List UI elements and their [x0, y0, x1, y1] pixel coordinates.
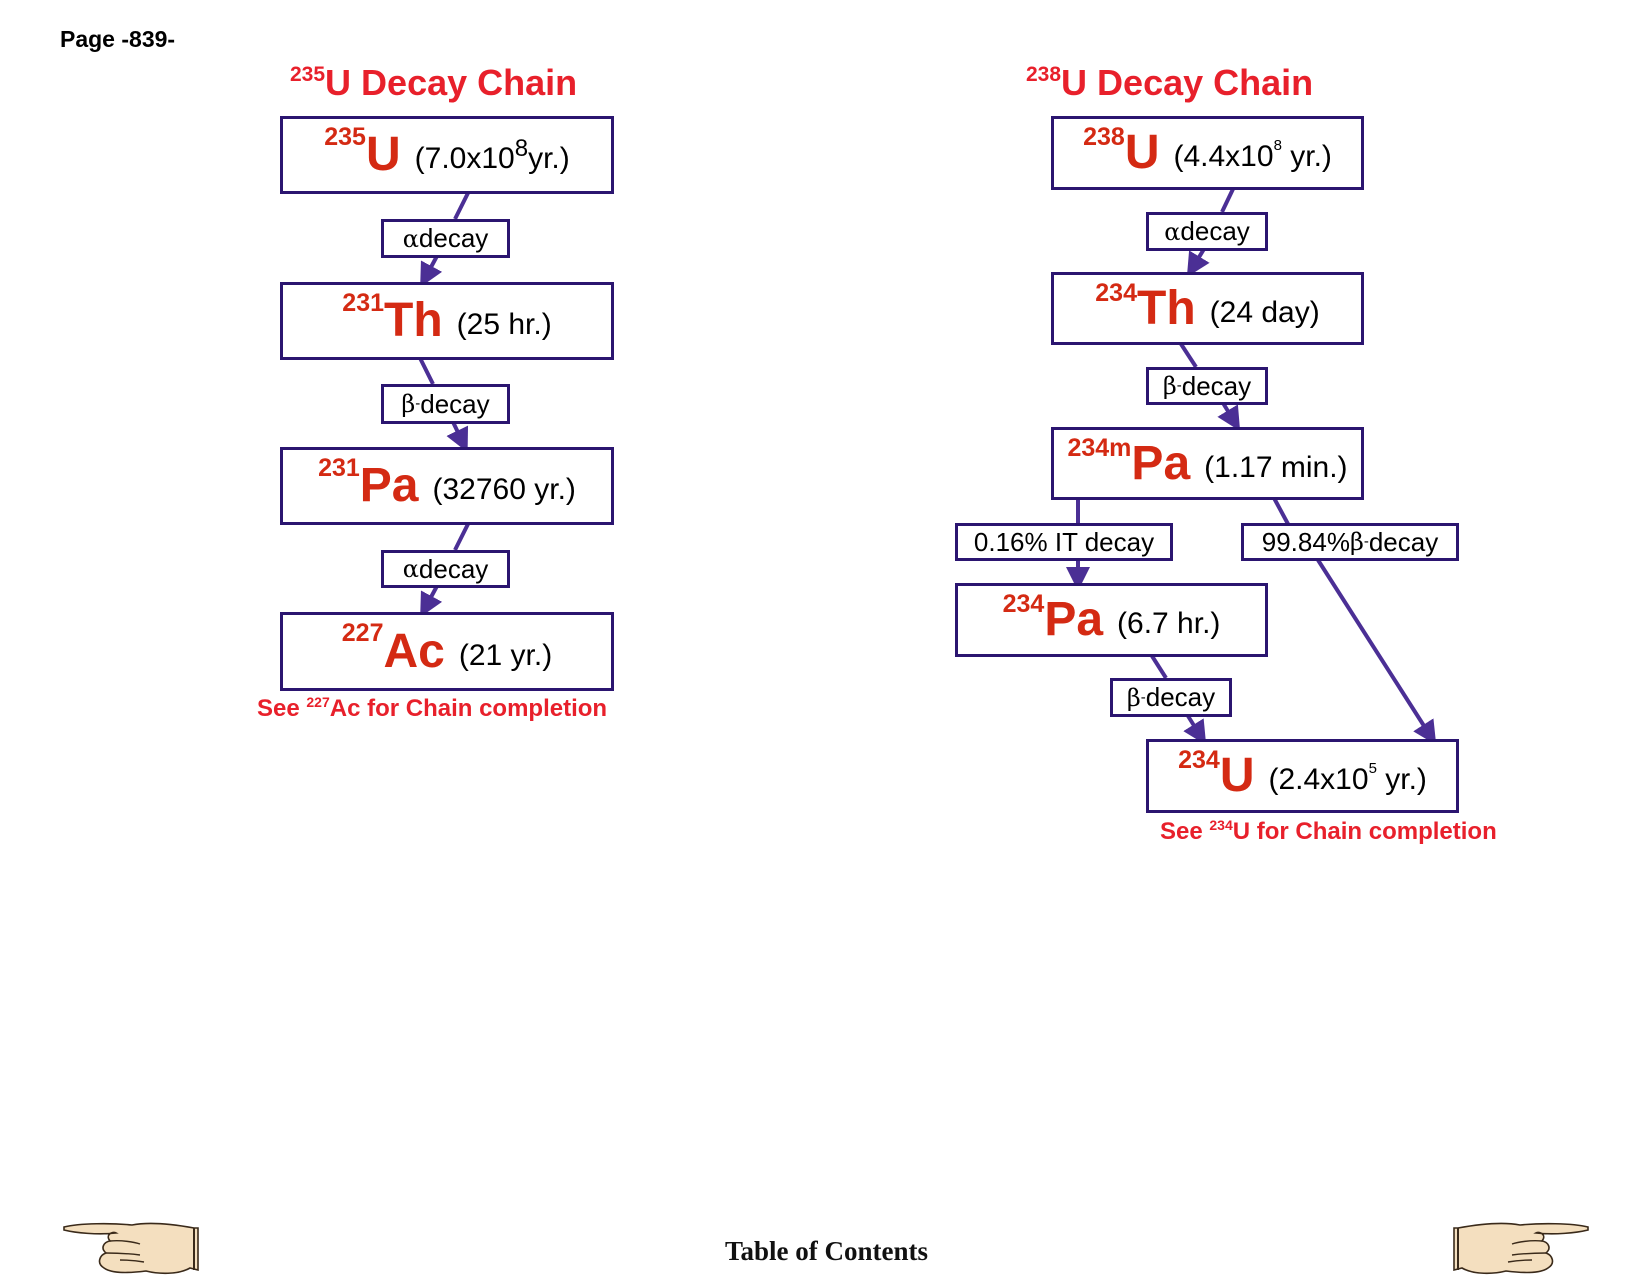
chain-title-text: U Decay Chain: [1061, 62, 1314, 103]
chain-completion-note: See 227Ac for Chain completion: [257, 694, 608, 722]
decay-box-beta-branch: 99.84% β- decay: [1241, 523, 1459, 561]
nuclide-box-u234: 234 U (2.4x105 yr.): [1146, 739, 1459, 813]
nuclide-symbol: Pa: [359, 459, 419, 512]
arrow-pa231-alpha-out: [420, 585, 443, 618]
alpha-symbol: α: [402, 555, 419, 583]
arrow-u238-alpha-out: [1186, 247, 1210, 278]
pointing-hand-left-icon[interactable]: [60, 1218, 202, 1278]
alpha-symbol: α: [1164, 217, 1181, 246]
nuclide-halflife: (21 yr.): [458, 638, 553, 672]
nuclide-mass: 234m: [1067, 434, 1132, 462]
decay-box-alpha: α decay: [381, 219, 510, 258]
decay-box-beta: β- decay: [1146, 367, 1268, 405]
beta-symbol: β: [401, 390, 416, 418]
decay-label: decay: [1368, 526, 1439, 557]
decay-box-beta: β- decay: [1110, 678, 1232, 717]
nuclide-halflife: (2.4x105 yr.): [1268, 760, 1427, 796]
decay-label: 0.16% IT decay: [973, 526, 1155, 557]
decay-box-beta: β- decay: [381, 384, 510, 424]
chain-title-mass: 235: [290, 63, 326, 86]
chain-title-u235: 235U Decay Chain: [290, 62, 577, 104]
arrow-u235-alpha-in: [453, 192, 470, 220]
table-of-contents-link[interactable]: Table of Contents: [725, 1236, 929, 1266]
nuclide-symbol: Ac: [383, 624, 445, 678]
decay-label: decay: [1145, 682, 1216, 712]
nuclide-symbol: Pa: [1044, 593, 1104, 646]
nuclide-box-th234: 234 Th (24 day): [1051, 272, 1364, 345]
chain-completion-note: See 234U for Chain completion: [1160, 817, 1497, 845]
nuclide-mass: 231: [318, 454, 360, 482]
decay-box-alpha: α decay: [1146, 212, 1268, 251]
nuclide-mass: 231: [342, 289, 385, 317]
arrow-th234-beta-out: [1217, 401, 1241, 432]
nuclide-mass: 234: [1178, 746, 1220, 774]
decay-label: decay: [1181, 370, 1252, 401]
alpha-symbol: α: [402, 224, 419, 253]
arrow-pa234-beta-out: [1183, 714, 1207, 746]
beta-symbol: β: [1349, 528, 1364, 556]
nuclide-symbol: Th: [1137, 281, 1196, 335]
nuclide-halflife: (7.0x108yr.): [414, 135, 570, 176]
beta-symbol: β: [1126, 683, 1141, 712]
chain-title-text: U Decay Chain: [325, 62, 578, 103]
arrow-u235-alpha-out: [420, 255, 443, 288]
nuclide-halflife: (32760 yr.): [432, 473, 576, 506]
nuclide-box-ac227: 227 Ac (21 yr.): [280, 612, 614, 691]
pointing-hand-right-icon[interactable]: [1450, 1218, 1592, 1278]
nuclide-box-u238: 238 U (4.4x108 yr.): [1051, 116, 1364, 190]
decay-label: decay: [420, 388, 490, 419]
chain-title-u238: 238U Decay Chain: [1026, 62, 1313, 104]
nuclide-symbol: Pa: [1131, 436, 1191, 490]
arrow-pa231-alpha-in: [453, 523, 470, 551]
nuclide-mass: 227: [341, 619, 384, 647]
nuclide-symbol: U: [1219, 749, 1255, 802]
nuclide-halflife: (6.7 hr.): [1117, 607, 1221, 640]
nuclide-mass: 235: [324, 123, 366, 151]
nuclide-halflife: (25 hr.): [456, 308, 552, 341]
decay-box-isomeric-transition: 0.16% IT decay: [955, 523, 1173, 561]
nuclide-halflife: (4.4x108 yr.): [1173, 137, 1332, 173]
nuclide-box-th231: 231 Th (25 hr.): [280, 282, 614, 360]
arrow-th231-beta-out: [446, 421, 469, 453]
nuclide-mass: 238: [1083, 123, 1125, 151]
nuclide-halflife: (24 day): [1209, 295, 1320, 329]
beta-symbol: β: [1162, 372, 1177, 400]
arrow-pa234m-beta-in: [1272, 497, 1290, 525]
nuclide-mass: 234: [1095, 279, 1137, 307]
nuclide-symbol: U: [365, 128, 401, 181]
chain-title-mass: 238: [1026, 63, 1062, 86]
arrow-th231-beta-in: [418, 357, 435, 385]
arrow-th234-beta-in: [1179, 342, 1198, 369]
arrow-u238-alpha-in: [1220, 188, 1235, 213]
decay-box-alpha: α decay: [381, 550, 510, 588]
decay-label: decay: [418, 223, 489, 253]
nuclide-box-u235: 235 U (7.0x108yr.): [280, 116, 614, 194]
nuclide-mass: 234: [1002, 590, 1045, 618]
decay-label: decay: [418, 553, 489, 584]
arrow-pa234m-beta-out: [1316, 558, 1437, 746]
decay-label: decay: [1180, 216, 1250, 246]
nuclide-box-pa234m: 234m Pa (1.17 min.): [1051, 427, 1364, 500]
nuclide-symbol: U: [1124, 126, 1160, 179]
arrow-pa234-beta-in: [1150, 654, 1168, 680]
nuclide-symbol: Th: [384, 294, 443, 347]
page-number: Page -839-: [60, 26, 176, 52]
nuclide-box-pa234: 234 Pa (6.7 hr.): [955, 583, 1268, 657]
nuclide-box-pa231: 231 Pa (32760 yr.): [280, 447, 614, 525]
nuclide-halflife: (1.17 min.): [1204, 450, 1348, 484]
